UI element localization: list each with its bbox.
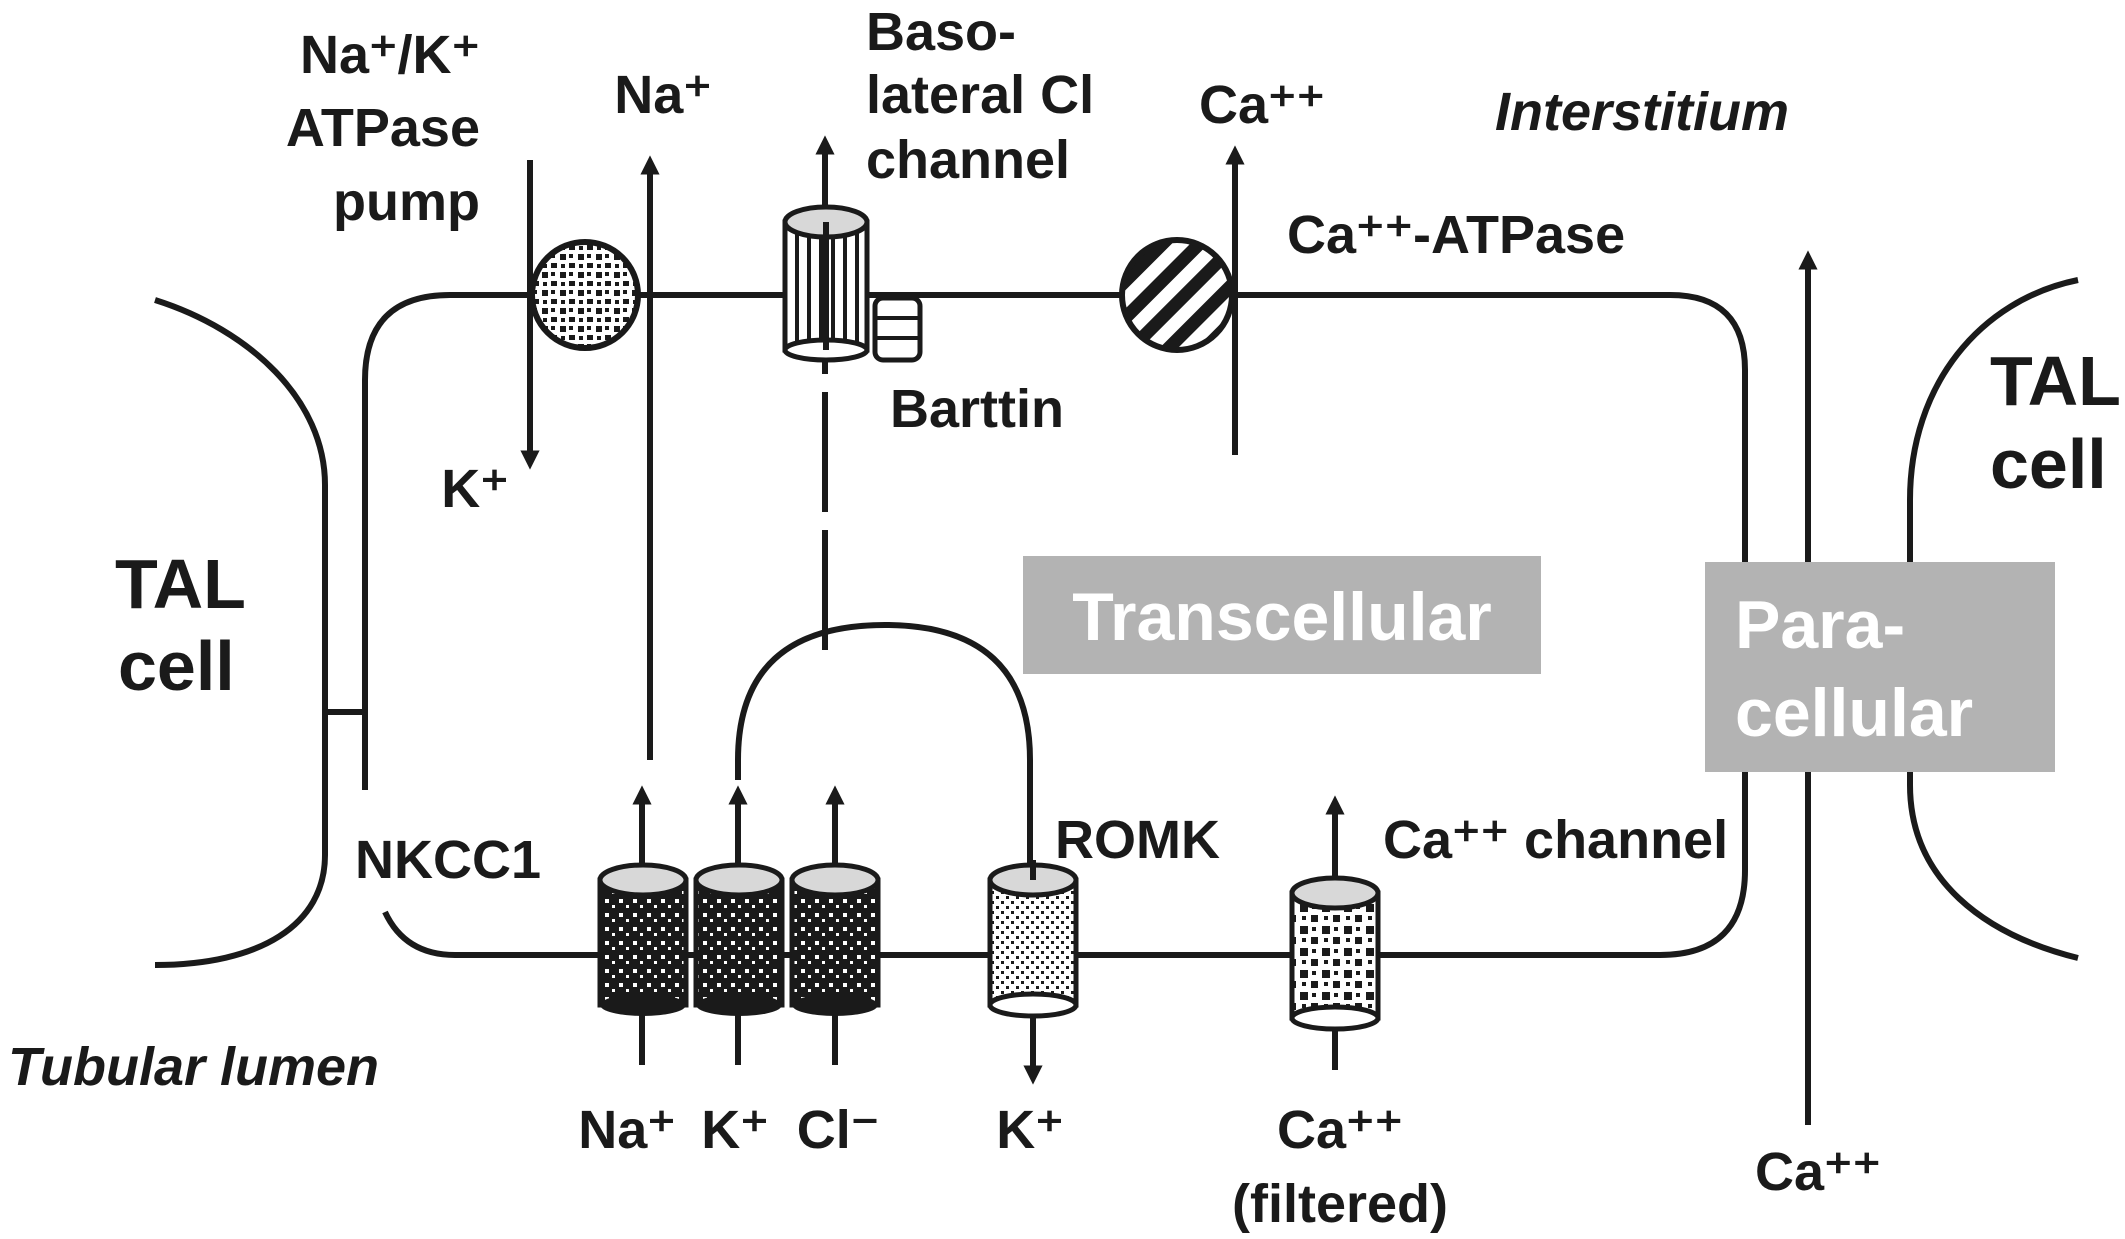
k-recycling-loop	[735, 621, 1033, 870]
left-tal-cell-membrane	[154, 297, 328, 968]
romk-label: ROMK	[1055, 810, 1220, 870]
barttin-label: Barttin	[890, 379, 1064, 439]
romk-channel	[987, 862, 1079, 1019]
tal-cell-right-line2: cell	[1990, 425, 2107, 503]
central-tal-cell-membrane	[362, 292, 1748, 958]
tubular-lumen-label: Tubular lumen	[8, 1037, 379, 1097]
nkcc-subunit-k	[693, 862, 785, 1016]
transcellular-label: Transcellular	[1072, 579, 1492, 655]
tal-cell-left-line2: cell	[118, 627, 235, 705]
cl-channel-line2: lateral Cl	[866, 65, 1094, 125]
bottom-ca-paracellular-label: Ca⁺⁺	[1755, 1142, 1881, 1202]
na-k-pump-line2: ATPase	[286, 98, 480, 158]
nkcc1-label: NKCC1	[355, 830, 541, 890]
na-k-pump-line3: pump	[333, 172, 480, 232]
paracellular-label-line2: cellular	[1735, 675, 1973, 751]
cl-channel-line3: channel	[866, 130, 1070, 190]
na-efflux-label: Na⁺	[614, 65, 712, 125]
ca-channel	[1289, 875, 1381, 1032]
tal-cell-left-line1: TAL	[115, 545, 246, 623]
ca-channel-label: Ca⁺⁺ channel	[1383, 810, 1728, 870]
paracellular-label-box	[1705, 562, 2055, 772]
k-influx-label: K⁺	[441, 459, 509, 519]
bottom-k-label: K⁺	[701, 1100, 769, 1160]
bottom-ca-label: Ca⁺⁺	[1277, 1100, 1403, 1160]
ca-atpase-label: Ca⁺⁺-ATPase	[1287, 205, 1625, 265]
ca-efflux-label: Ca⁺⁺	[1199, 75, 1325, 135]
nkcc-subunit-cl	[789, 862, 881, 1016]
cl-channel-line1: Baso-	[866, 2, 1016, 62]
na-k-pump-line1: Na⁺/K⁺	[300, 25, 480, 85]
barttin-subunit	[872, 295, 923, 363]
tight-junction-left	[325, 695, 368, 790]
nkcc-transporter	[597, 862, 881, 1016]
tal-cell-right-line1: TAL	[1990, 342, 2121, 420]
bottom-k2-label: K⁺	[996, 1100, 1064, 1160]
right-tal-cell-membrane	[1907, 277, 2079, 961]
interstitium-label: Interstitium	[1495, 82, 1789, 142]
bottom-ca-filtered-label: (filtered)	[1232, 1174, 1448, 1234]
ca-atpase-pump	[1119, 237, 1235, 353]
paracellular-label-line1: Para-	[1735, 587, 1905, 663]
transcellular-label-box	[1023, 556, 1541, 674]
basolateral-cl-channel	[782, 204, 870, 363]
bottom-na-label: Na⁺	[578, 1100, 676, 1160]
na-k-atpase-pump	[529, 239, 641, 351]
bottom-cl-label: Cl⁻	[797, 1100, 880, 1160]
nkcc-subunit-na	[597, 862, 689, 1016]
